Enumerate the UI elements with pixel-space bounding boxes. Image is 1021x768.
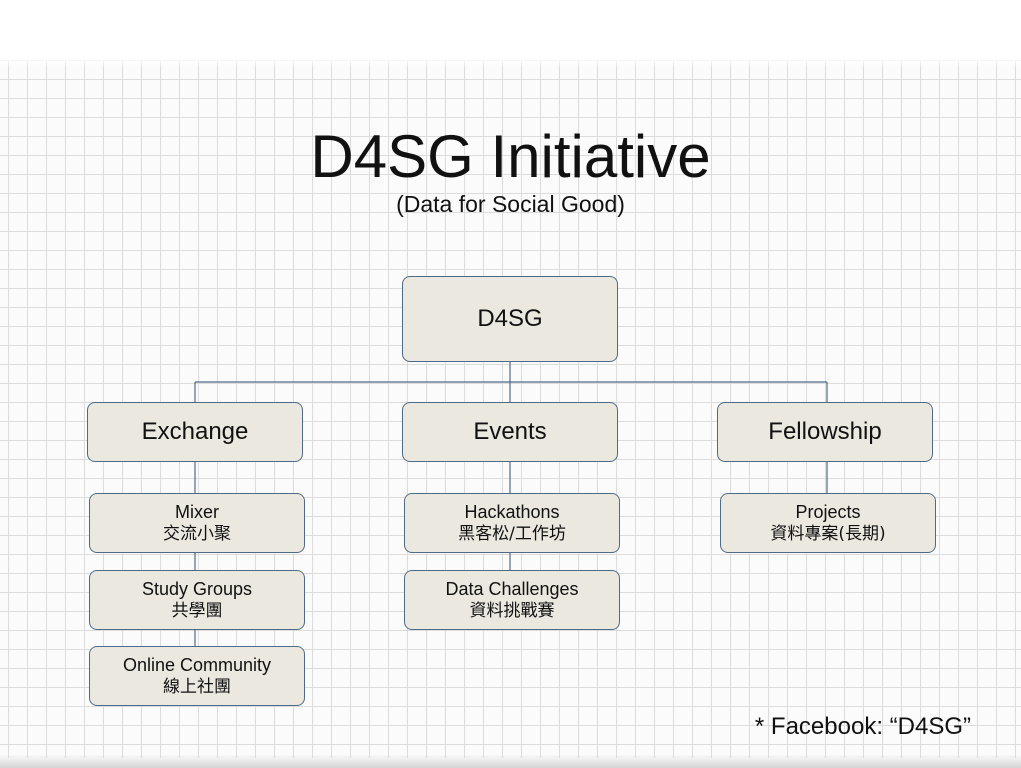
category-node-exchange: Exchange [87, 402, 303, 462]
item-node-study-groups: Study Groups 共學團 [89, 570, 305, 630]
category-label: Fellowship [768, 418, 882, 445]
slide-subtitle: (Data for Social Good) [396, 191, 625, 217]
item-label-en: Online Community [122, 655, 272, 675]
root-node-label: D4SG [477, 305, 543, 332]
item-label-en: Data Challenges [445, 579, 579, 599]
grid-fade [0, 58, 1021, 68]
category-node-fellowship: Fellowship [717, 402, 933, 462]
item-label-zh: 線上社團 [163, 677, 231, 697]
item-label-en: Study Groups [141, 579, 253, 599]
item-label-en: Projects [795, 502, 861, 522]
root-node: D4SG [402, 276, 618, 362]
item-node-hackathons: Hackathons 黑客松/工作坊 [404, 493, 620, 553]
facebook-footnote: * Facebook: “D4SG” [754, 713, 971, 740]
item-label-zh: 交流小聚 [163, 524, 231, 544]
item-node-online-community: Online Community 線上社團 [89, 646, 305, 706]
item-label-zh: 資料挑戰賽 [469, 601, 555, 621]
item-label-zh: 黑客松/工作坊 [458, 524, 566, 544]
slide-title: D4SG Initiative [310, 123, 711, 190]
item-node-projects: Projects 資料專案(長期) [720, 493, 936, 553]
bottom-shadow [0, 754, 1021, 768]
item-label-zh: 資料專案(長期) [770, 524, 886, 544]
category-label: Events [473, 418, 547, 445]
category-node-events: Events [402, 402, 618, 462]
item-label-zh: 共學團 [171, 601, 223, 621]
item-node-mixer: Mixer 交流小聚 [89, 493, 305, 553]
item-node-data-challenges: Data Challenges 資料挑戰賽 [404, 570, 620, 630]
category-label: Exchange [141, 418, 249, 445]
item-label-en: Hackathons [464, 502, 560, 522]
item-label-en: Mixer [175, 502, 219, 522]
